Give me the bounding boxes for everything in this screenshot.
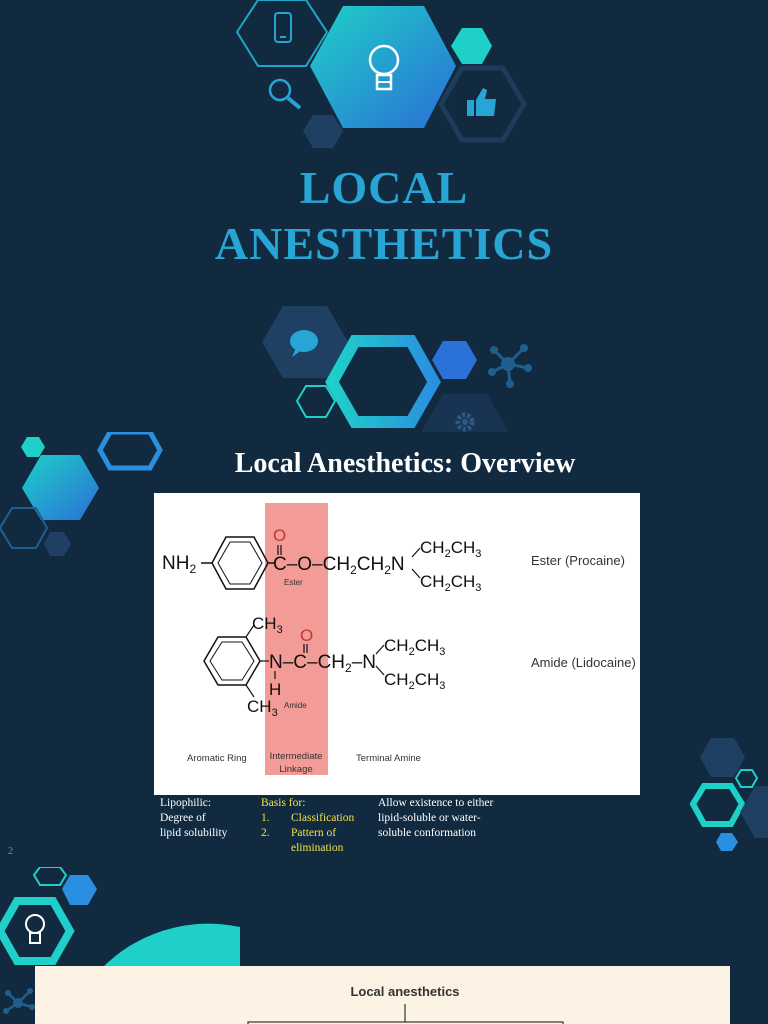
- amide-link-label: Amide: [284, 701, 307, 710]
- network-icon: [3, 988, 35, 1014]
- slide-title: LOCAL ANESTHETICS: [0, 160, 768, 272]
- benzene-ring: [211, 536, 269, 590]
- ester-carbonyl-o: O: [273, 526, 286, 545]
- classification-slide: Local anesthetics: [0, 867, 768, 1024]
- lipophilic-note: Lipophilic: Degree of lipid solubility: [160, 796, 227, 841]
- structure-drawing: NH2 O C–O–CH2CH2N Ester CH2CH3 CH2CH3 Es…: [162, 526, 636, 775]
- title-line-2: ANESTHETICS: [214, 218, 554, 269]
- ester-ethyl-bottom: CH2CH3: [420, 572, 481, 594]
- network-icon: [488, 344, 532, 388]
- amide-ch3-bottom: CH3: [247, 697, 278, 719]
- slide-number: 2: [8, 846, 13, 857]
- slide-title: Local Anesthetics: Overview: [234, 448, 576, 479]
- benzene-ring: [203, 636, 261, 686]
- note-heading: Basis for:: [261, 797, 306, 809]
- chemical-structure-diagram: NH2 O C–O–CH2CH2N Ester CH2CH3 CH2CH3 Es…: [154, 493, 640, 795]
- box-title: Local anesthetics: [350, 984, 460, 999]
- thumbs-up-icon: [467, 88, 496, 116]
- note-item: 1.Classification: [261, 812, 355, 824]
- note-line: Degree of: [160, 812, 206, 824]
- phone-icon: [274, 12, 292, 43]
- lightbulb-icon: [368, 44, 400, 91]
- ester-chain: C–O–CH2CH2N: [273, 554, 405, 577]
- hexagon-decoration: [0, 432, 768, 851]
- note-line: lipid solubility: [160, 827, 228, 839]
- amide-name: Amide (Lidocaine): [531, 655, 636, 670]
- amide-chain: N–C–CH2–N: [269, 652, 376, 675]
- nh2-label: NH2: [162, 553, 196, 576]
- note-line: soluble conformation: [378, 827, 477, 839]
- label-intermediate: Intermediate: [270, 751, 323, 762]
- intermediate-linkage-highlight: [265, 503, 328, 775]
- classification-box: Local anesthetics: [35, 966, 730, 1024]
- amide-carbonyl-o: O: [300, 626, 313, 645]
- lightbulb-icon: [25, 914, 45, 944]
- title-slide: LOCAL ANESTHETICS: [0, 0, 768, 432]
- amide-ethyl-bottom: CH2CH3: [384, 670, 445, 692]
- title-line-1: LOCAL: [299, 162, 469, 213]
- label-aromatic-ring: Aromatic Ring: [187, 753, 247, 764]
- amide-h: H: [269, 680, 281, 699]
- amide-ethyl-top: CH2CH3: [384, 636, 445, 658]
- label-linkage: Linkage: [279, 764, 312, 775]
- tree-connector: [247, 1004, 564, 1024]
- search-icon: [268, 78, 302, 110]
- conformation-note: Allow existence to either lipid-soluble …: [378, 796, 493, 841]
- ester-ethyl-top: CH2CH3: [420, 538, 481, 560]
- note-line: Lipophilic:: [160, 797, 212, 809]
- amide-ch3-top: CH3: [252, 614, 283, 636]
- hexagon-decoration: [235, 0, 527, 432]
- gear-icon: [455, 412, 475, 432]
- overview-slide: Local Anesthetics: Overview NH2 O C–O–CH…: [0, 432, 768, 867]
- chat-icon: [290, 330, 318, 357]
- note-line: lipid-soluble or water-: [378, 812, 481, 824]
- ester-link-label: Ester: [284, 578, 303, 587]
- label-terminal-amine: Terminal Amine: [356, 753, 421, 764]
- ester-name: Ester (Procaine): [531, 553, 625, 568]
- note-line: Allow existence to either: [378, 797, 494, 809]
- note-item: elimination: [291, 842, 344, 854]
- note-item: 2.Pattern of: [261, 827, 337, 839]
- basis-note: Basis for: 1.Classification 2.Pattern of…: [261, 796, 354, 856]
